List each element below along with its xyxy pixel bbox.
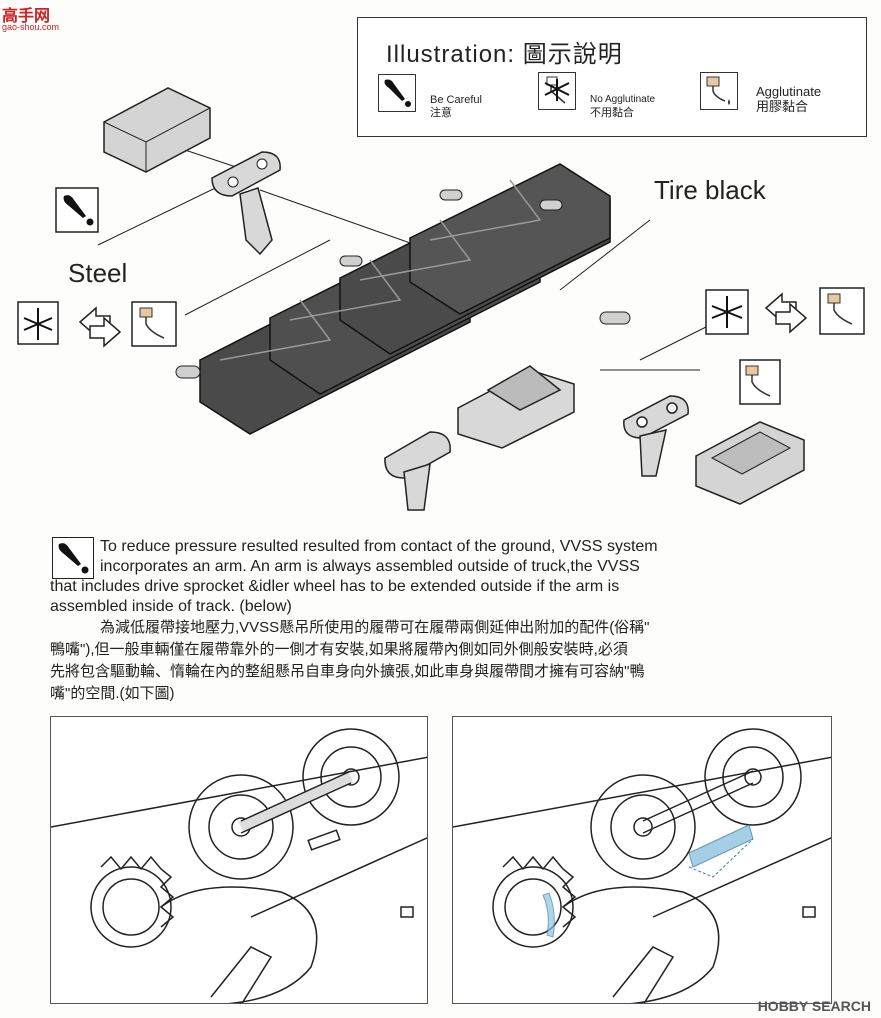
legend-noglue-cn: 不用黏合 — [590, 107, 634, 119]
right-no-glue-icon — [705, 289, 749, 335]
track-links — [175, 163, 631, 435]
note-en-line-4: assembled inside of track. (below) — [50, 598, 292, 615]
legend-noglue-en: No Agglutinate — [590, 94, 656, 105]
legend-box: Illustration: 圖示說明 Be Careful 注意 No Aggl… — [357, 17, 867, 137]
site-logo-main: 高手网 — [2, 8, 51, 25]
track-assembly-diagram — [17, 87, 865, 511]
glue-icon — [700, 72, 738, 110]
steel-label: Steel — [68, 258, 128, 288]
legend-title: Illustration: 圖示說明 — [386, 41, 623, 68]
legend-glue-cn: 用膠黏合 — [756, 99, 809, 114]
right-glue-icon — [819, 287, 865, 335]
pad-glue-icon — [739, 359, 781, 405]
note-en-line-1: To reduce pressure resulted resulted fro… — [100, 538, 658, 555]
panel-extended-arm — [452, 716, 832, 1004]
note-cn-line-4: 嘴"的空間.(如下圖) — [50, 685, 175, 702]
steel-glue-icon — [131, 301, 177, 347]
note-cn-line-2: 鴨嘴"),但一般車輛僅在履帶靠外的一側才有安裝,如果將履帶內側如同外側般安裝時,… — [50, 641, 628, 658]
legend-glue-en: Agglutinate — [756, 84, 822, 99]
end-connector-upper — [211, 151, 281, 256]
end-connectors-lower — [384, 365, 575, 511]
site-logo-sub: gao-shou.com — [2, 22, 60, 32]
note-cn-line-3: 先將包含驅動輪、惰輪在內的整組懸吊自車身向外擴張,如此車身與履帶間才擁有可容納"… — [50, 663, 645, 680]
note-en-line-3: that includes drive sprocket &idler whee… — [50, 578, 620, 595]
note-cn-line-1: 為減低履帶接地壓力,VVSS懸吊所使用的履帶可在履帶兩側延伸出附加的配件(俗稱" — [100, 619, 650, 636]
end-connector-right — [623, 395, 689, 477]
steel-no-glue-icon — [17, 301, 59, 345]
note-careful-icon — [52, 537, 94, 579]
right-swap-arrow-icon — [764, 292, 808, 334]
assembly-note: To reduce pressure resulted resulted fro… — [50, 537, 832, 705]
note-en-line-2: incorporates an arm. An arm is always as… — [100, 558, 640, 575]
steel-swap-arrow-icon — [78, 306, 122, 348]
hobby-search-watermark: HOBBY SEARCH — [757, 998, 871, 1014]
rubber-pad-right — [695, 421, 805, 505]
rubber-pad-top — [103, 87, 211, 173]
tire-black-label: Tire black — [654, 175, 766, 205]
legend-careful-cn: 注意 — [430, 107, 452, 119]
site-logo: 高手网 gao-shou.com — [2, 2, 68, 36]
exclamation-icon — [378, 74, 416, 112]
legend-careful-en: Be Careful — [430, 94, 482, 106]
steel-careful-icon — [55, 187, 99, 233]
duckbill-highlight — [542, 824, 754, 938]
no-glue-icon — [538, 72, 576, 110]
panel-standard-arm — [50, 716, 428, 1004]
